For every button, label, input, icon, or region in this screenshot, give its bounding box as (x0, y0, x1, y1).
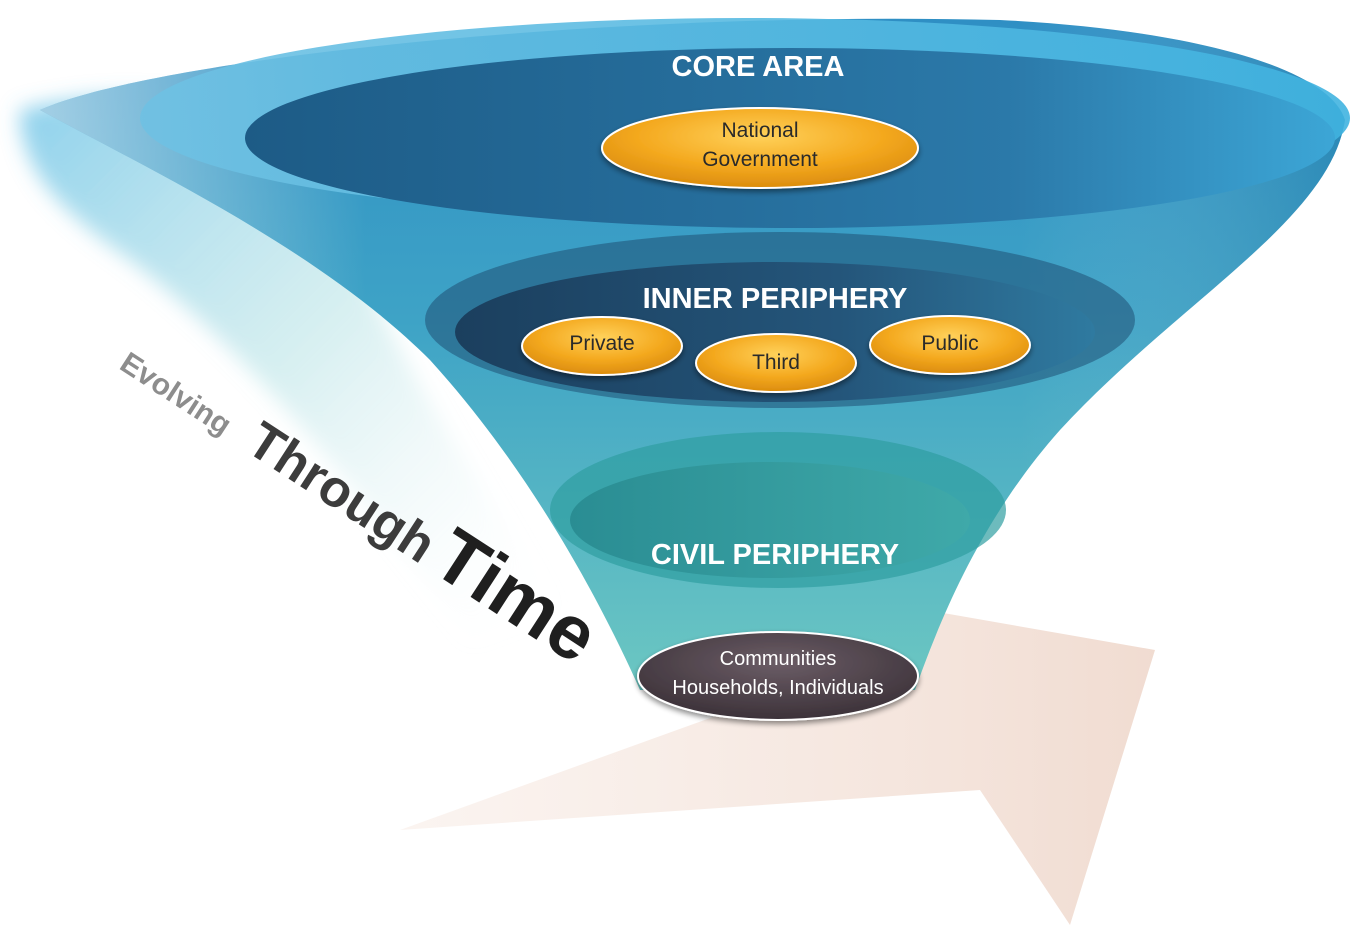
third-node (695, 333, 857, 393)
core-area-title: CORE AREA (672, 51, 845, 83)
time-arrow (400, 560, 1155, 925)
national-government-line2: Government (702, 148, 818, 171)
national-government-node (601, 107, 919, 189)
civil-periphery-disc (570, 462, 970, 578)
motion-swoosh (20, 95, 560, 641)
public-node (869, 315, 1031, 375)
private-node (521, 316, 683, 376)
third-label: Third (752, 351, 800, 374)
communities-node (637, 631, 919, 721)
national-government-line1: National (721, 119, 798, 142)
private-label: Private (569, 332, 634, 355)
communities-line2: Households, Individuals (672, 677, 883, 699)
caption-evolving: Evolving (114, 346, 237, 442)
communities-line1: Communities (720, 648, 837, 670)
public-label: Public (921, 332, 978, 355)
civil-periphery-title: CIVIL PERIPHERY (651, 539, 899, 571)
inner-periphery-title: INNER PERIPHERY (643, 283, 908, 315)
